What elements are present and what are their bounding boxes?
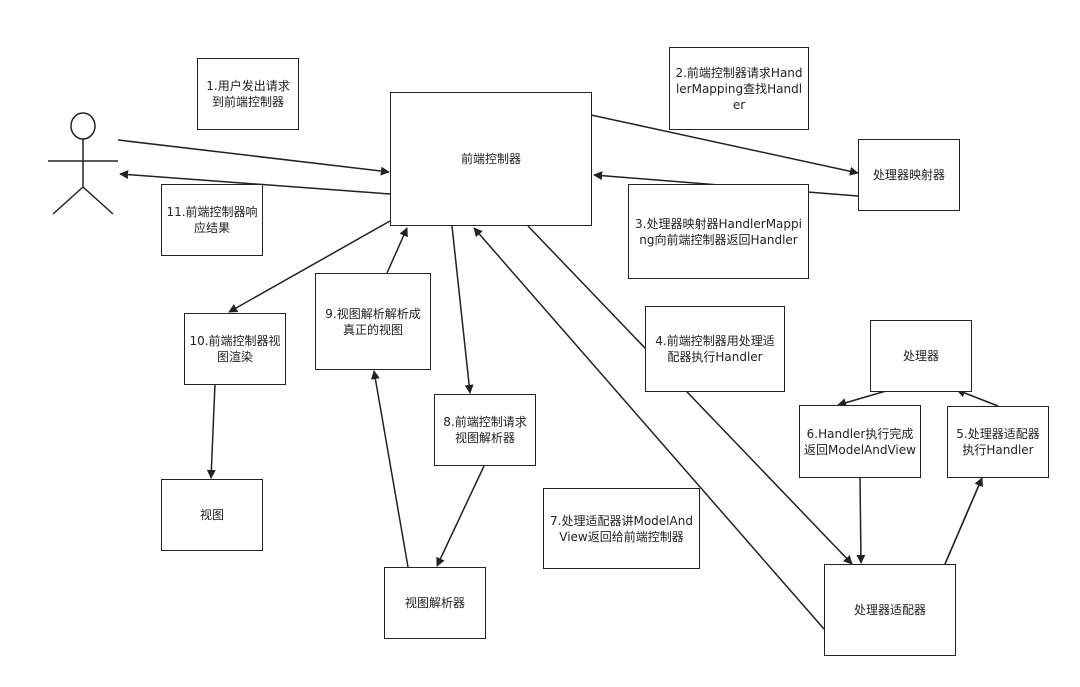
edge-step8-to-view-resolver	[436, 465, 485, 567]
step-10-label: 10.前端控制器视图渲染	[184, 313, 286, 385]
step-4-label: 4.前端控制器用处理适配器执行Handler	[645, 306, 785, 392]
edge-front-controller-to-step10	[228, 220, 391, 313]
handler-mapping-node: 处理器映射器	[858, 139, 960, 211]
edge-user-to-front-controller	[117, 139, 390, 176]
front-controller-node: 前端控制器	[390, 92, 592, 226]
step-1-label: 1.用户发出请求到前端控制器	[197, 58, 299, 130]
edge-step6-to-handler-adapter	[856, 476, 866, 564]
handler-adapter-node: 处理器适配器	[824, 564, 956, 656]
edge-step5-to-handler	[956, 388, 999, 407]
handler-node: 处理器	[870, 320, 972, 392]
edge-step10-to-view	[206, 383, 216, 479]
step-9-label: 9.视图解析解析成真正的视图	[315, 273, 431, 370]
view-resolver-node: 视图解析器	[384, 567, 486, 639]
edge-handler-adapter-to-front-controller	[473, 227, 825, 630]
step-3-label: 3.处理器映射器HandlerMapping向前端控制器返回Handler	[628, 184, 809, 279]
edge-handler-to-step6	[837, 390, 887, 408]
step-7-label: 7.处理适配器讲ModelAndView返回给前端控制器	[543, 488, 700, 569]
step-11-label: 11.前端控制器响应结果	[161, 184, 263, 256]
edge-view-resolver-to-step9	[370, 370, 409, 568]
user-actor-icon	[48, 112, 118, 215]
step-5-label: 5.处理器适配器执行Handler	[947, 406, 1049, 478]
step-2-label: 2.前端控制器请求HandlerMapping查找Handler	[669, 47, 809, 130]
edge-adapter-to-step5-arrow	[944, 477, 983, 565]
edge-front-controller-to-handler-mapping	[590, 114, 859, 176]
step-6-label: 6.Handler执行完成返回ModelAndView	[799, 405, 921, 478]
edge-step9-to-front-controller	[386, 227, 408, 274]
edge-front-controller-to-step8	[451, 225, 474, 394]
step-8-label: 8.前端控制请求视图解析器	[434, 394, 536, 466]
edge-front-controller-to-handler-adapter	[527, 225, 853, 565]
view-node: 视图	[161, 479, 263, 551]
